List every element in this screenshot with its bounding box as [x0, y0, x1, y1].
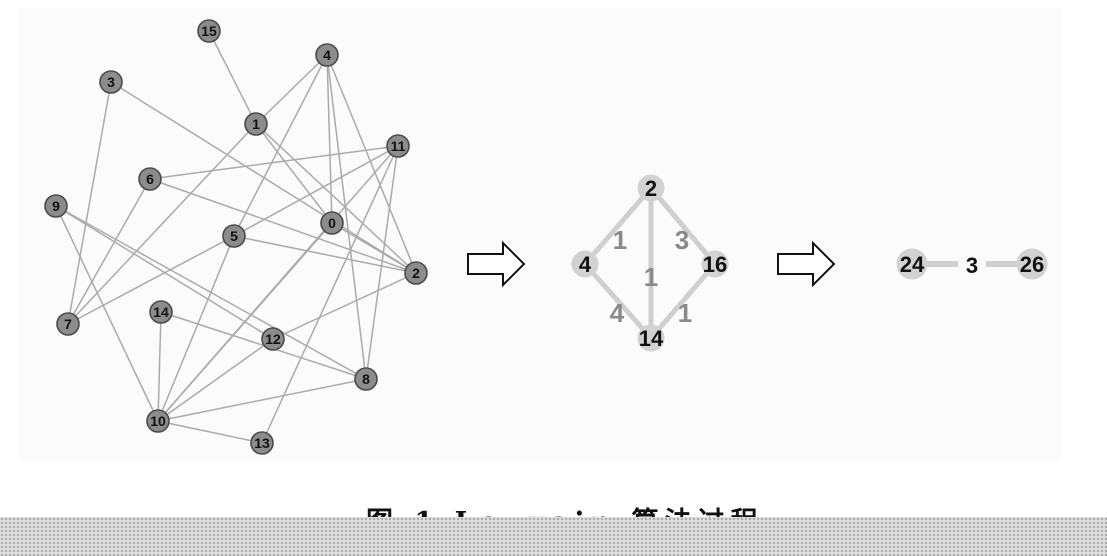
svg-text:4: 4	[579, 252, 592, 277]
graph-edge	[55, 205, 159, 422]
svg-text:16: 16	[703, 252, 727, 277]
graph-node: 6	[138, 167, 162, 191]
aggregated-edge	[583, 262, 653, 340]
svg-text:1: 1	[252, 116, 260, 132]
graph-edge	[67, 178, 151, 325]
graph-edge	[157, 338, 274, 422]
svg-text:14: 14	[153, 304, 169, 320]
svg-text:24: 24	[900, 252, 925, 277]
svg-text:26: 26	[1020, 252, 1044, 277]
svg-text:0: 0	[328, 215, 336, 231]
graph-node: 4	[315, 43, 339, 67]
graph-edge	[67, 123, 257, 325]
figure-panel	[18, 8, 1062, 462]
aggregated-edge	[583, 186, 653, 266]
graph-edge	[326, 54, 417, 274]
pass2-graph: 3 24 26	[896, 248, 1048, 280]
original-graph-edges	[55, 30, 417, 444]
svg-text:6: 6	[146, 171, 154, 187]
graph-edge	[157, 420, 263, 444]
graph-edge	[326, 54, 333, 224]
graph-node: 5	[222, 224, 246, 248]
graph-edge	[326, 54, 367, 380]
graph-node: 14	[149, 300, 173, 324]
svg-text:14: 14	[639, 326, 664, 351]
scan-noise-band	[0, 517, 1107, 556]
graph-edge	[365, 145, 399, 380]
graph-node: 1	[244, 112, 268, 136]
graph-edge	[157, 235, 235, 422]
graph-edge	[208, 30, 257, 125]
graph-edge	[149, 178, 417, 274]
edge-weight-label: 1	[644, 262, 658, 292]
graph-edge	[67, 235, 235, 325]
svg-text:12: 12	[265, 331, 281, 347]
svg-text:2: 2	[645, 176, 657, 201]
svg-text:13: 13	[254, 435, 270, 451]
aggregated-node: 2	[637, 174, 665, 202]
graph-edge	[255, 123, 333, 224]
graph-edge	[255, 54, 328, 125]
graph-edge	[261, 145, 399, 444]
svg-text:10: 10	[150, 413, 166, 429]
graph-edge	[67, 81, 112, 325]
aggregated-node: 14	[637, 324, 665, 352]
edge-weight-label: 3	[675, 225, 689, 255]
graph-edge	[233, 54, 328, 237]
svg-text:4: 4	[323, 47, 331, 63]
svg-text:7: 7	[64, 316, 72, 332]
graph-node: 0	[320, 211, 344, 235]
pass2-node: 24	[896, 248, 928, 280]
right-arrow-icon	[467, 240, 526, 288]
edge-weight-label: 1	[678, 298, 692, 328]
graph-node: 8	[354, 367, 378, 391]
graph-node: 2	[404, 261, 428, 285]
graph-edge	[331, 222, 417, 274]
graph-edge	[233, 235, 417, 274]
right-arrow-icon	[777, 240, 836, 288]
graph-node: 13	[250, 431, 274, 455]
graph-node: 3	[99, 70, 123, 94]
graph-edge	[149, 145, 399, 180]
graph-node: 10	[146, 409, 170, 433]
graph-node: 7	[56, 312, 80, 336]
pass2-edge-weight: 3	[966, 253, 978, 278]
aggregated-node: 16	[701, 250, 729, 278]
aggregated-edge	[649, 262, 717, 340]
svg-text:5: 5	[230, 228, 238, 244]
edge-weight-label: 1	[613, 225, 627, 255]
aggregated-node: 4	[571, 250, 599, 278]
edge-weight-label: 4	[610, 298, 625, 328]
graph-edge	[233, 145, 399, 237]
svg-text:3: 3	[107, 74, 115, 90]
aggregated-edge	[649, 186, 717, 266]
graph-edge	[255, 123, 417, 274]
svg-text:2: 2	[412, 265, 420, 281]
graph-edge	[157, 222, 333, 422]
graph-edge	[272, 272, 417, 340]
graph-edge	[157, 378, 367, 422]
graph-node: 9	[44, 194, 68, 218]
pass2-node: 26	[1016, 248, 1048, 280]
graph-node: 12	[261, 327, 285, 351]
svg-text:15: 15	[201, 23, 217, 39]
svg-text:8: 8	[362, 371, 370, 387]
graph-node: 15	[197, 19, 221, 43]
graph-node: 11	[386, 134, 410, 158]
svg-text:11: 11	[391, 138, 406, 154]
svg-text:9: 9	[52, 198, 60, 214]
graph-edge	[157, 311, 162, 422]
